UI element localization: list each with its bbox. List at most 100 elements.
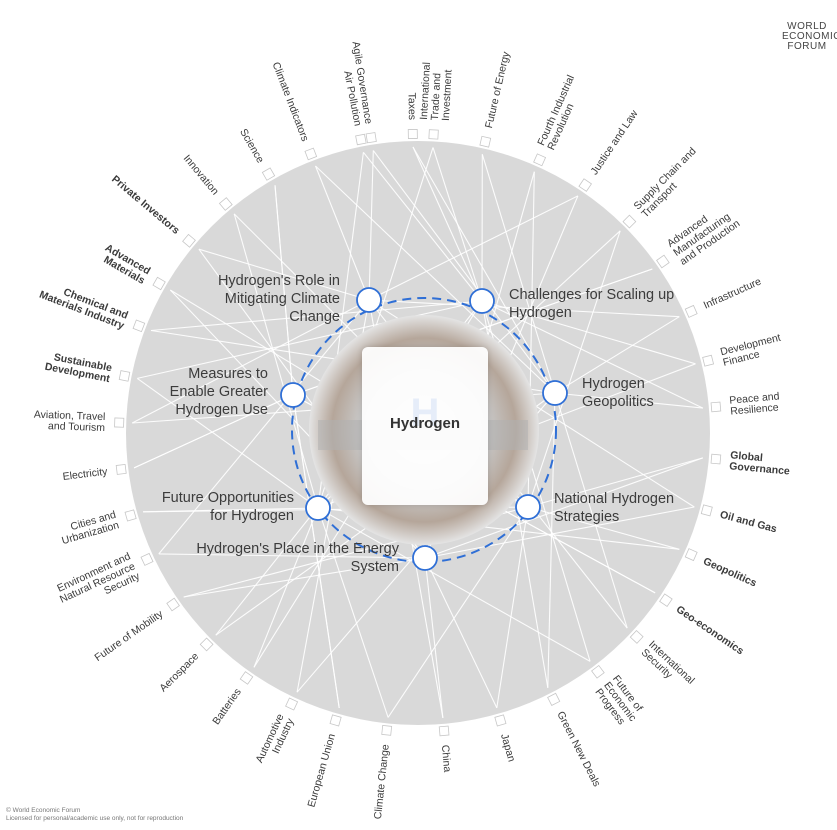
- key-issue-label[interactable]: Mitigating Climate: [225, 291, 340, 307]
- topic-label-group[interactable]: Future of Mobility: [92, 608, 165, 664]
- topic-label: Infrastructure: [702, 275, 764, 311]
- key-issue-label[interactable]: Future Opportunities: [162, 490, 294, 506]
- center-topic-card[interactable]: H Hydrogen: [362, 347, 488, 505]
- topic-marker[interactable]: [114, 417, 125, 428]
- topic-label-group[interactable]: Infrastructure: [702, 275, 764, 311]
- topic-marker[interactable]: [659, 593, 673, 608]
- topic-marker[interactable]: [218, 197, 233, 211]
- key-issue-node[interactable]: [412, 545, 438, 571]
- key-issue-label[interactable]: Hydrogen's Place in the Energy: [196, 541, 399, 557]
- topic-label-group[interactable]: Private Investors: [109, 173, 182, 237]
- key-issue-label[interactable]: Strategies: [554, 509, 619, 525]
- topic-marker[interactable]: [261, 167, 276, 181]
- topic-marker[interactable]: [381, 725, 393, 736]
- key-issue-label[interactable]: Hydrogen: [582, 376, 645, 392]
- key-issue-node[interactable]: [356, 287, 382, 313]
- topic-label-group[interactable]: Climate Indicators: [270, 60, 311, 143]
- topic-marker[interactable]: [140, 552, 154, 566]
- topic-marker[interactable]: [591, 664, 605, 679]
- topic-label-group[interactable]: European Union: [305, 732, 337, 808]
- topic-marker[interactable]: [115, 463, 127, 475]
- topic-label-group[interactable]: Green New Deals: [554, 709, 602, 788]
- key-issue-label[interactable]: Change: [289, 309, 340, 325]
- key-issue-label[interactable]: for Hydrogen: [210, 508, 294, 524]
- topic-label-group[interactable]: Japan: [498, 732, 517, 763]
- topic-marker[interactable]: [132, 319, 146, 333]
- key-issue-node[interactable]: [305, 495, 331, 521]
- key-issue-label[interactable]: Hydrogen: [509, 305, 572, 321]
- topic-marker[interactable]: [239, 671, 254, 685]
- topic-marker[interactable]: [479, 135, 492, 148]
- topic-label-group[interactable]: Electricity: [62, 466, 109, 483]
- key-issue-node[interactable]: [515, 494, 541, 520]
- topic-label-group[interactable]: Climate Change: [372, 744, 392, 820]
- topic-marker[interactable]: [710, 401, 722, 413]
- topic-label-group[interactable]: Batteries: [210, 686, 244, 727]
- topic-marker[interactable]: [656, 254, 670, 269]
- topic-marker[interactable]: [629, 629, 644, 644]
- topic-marker[interactable]: [118, 370, 131, 382]
- key-issue-label[interactable]: Hydrogen Use: [175, 402, 268, 418]
- topic-marker[interactable]: [438, 725, 450, 737]
- topic-marker[interactable]: [578, 178, 593, 192]
- topic-marker[interactable]: [329, 714, 342, 727]
- key-issue-label[interactable]: Geopolitics: [582, 394, 654, 410]
- key-issue-label[interactable]: Challenges for Scaling up: [509, 287, 674, 303]
- topic-label-group[interactable]: China: [439, 744, 453, 773]
- topic-label-group[interactable]: Future of Energy: [483, 50, 512, 130]
- key-issue-node[interactable]: [542, 380, 568, 406]
- topic-label-group[interactable]: Justice and Law: [588, 108, 640, 177]
- topic-marker[interactable]: [684, 304, 698, 318]
- topic-marker[interactable]: [702, 354, 715, 367]
- topic-label-group[interactable]: Innovation: [181, 153, 221, 198]
- topic-label-group[interactable]: Oil and Gas: [719, 509, 779, 536]
- key-issue-node[interactable]: [469, 288, 495, 314]
- topic-marker[interactable]: [407, 129, 418, 139]
- topic-marker[interactable]: [494, 714, 507, 727]
- key-issue-label[interactable]: Measures to: [188, 366, 268, 382]
- topic-marker[interactable]: [304, 147, 318, 161]
- topic-label-group[interactable]: Geo-economics: [674, 603, 746, 657]
- topic-marker[interactable]: [684, 548, 698, 562]
- topic-marker[interactable]: [547, 692, 561, 706]
- topic-marker[interactable]: [700, 504, 713, 517]
- key-issue-node[interactable]: [280, 382, 306, 408]
- key-issue-label[interactable]: System: [351, 559, 399, 575]
- topic-label: Climate Change: [372, 744, 392, 820]
- topic-label-group[interactable]: Taxes: [406, 92, 418, 120]
- topic-marker[interactable]: [124, 509, 137, 522]
- topic-marker[interactable]: [365, 132, 377, 144]
- topic-marker[interactable]: [199, 637, 214, 652]
- topic-marker[interactable]: [182, 233, 196, 248]
- topic-marker[interactable]: [355, 133, 367, 146]
- topic-label-group[interactable]: Science: [237, 127, 266, 165]
- topic-marker[interactable]: [622, 214, 637, 229]
- key-issue-label[interactable]: Enable Greater: [170, 384, 269, 400]
- topic-marker[interactable]: [152, 276, 166, 291]
- topic-marker[interactable]: [710, 453, 722, 465]
- topic-label-group[interactable]: Aerospace: [157, 650, 201, 694]
- key-issue-label[interactable]: National Hydrogen: [554, 491, 674, 507]
- key-issue-label[interactable]: Hydrogen's Role in: [218, 273, 340, 289]
- topic-label-group[interactable]: Geopolitics: [701, 555, 758, 589]
- topic-marker[interactable]: [533, 153, 547, 167]
- topic-marker[interactable]: [166, 597, 180, 612]
- topic-marker[interactable]: [285, 697, 299, 711]
- topic-marker[interactable]: [428, 129, 439, 140]
